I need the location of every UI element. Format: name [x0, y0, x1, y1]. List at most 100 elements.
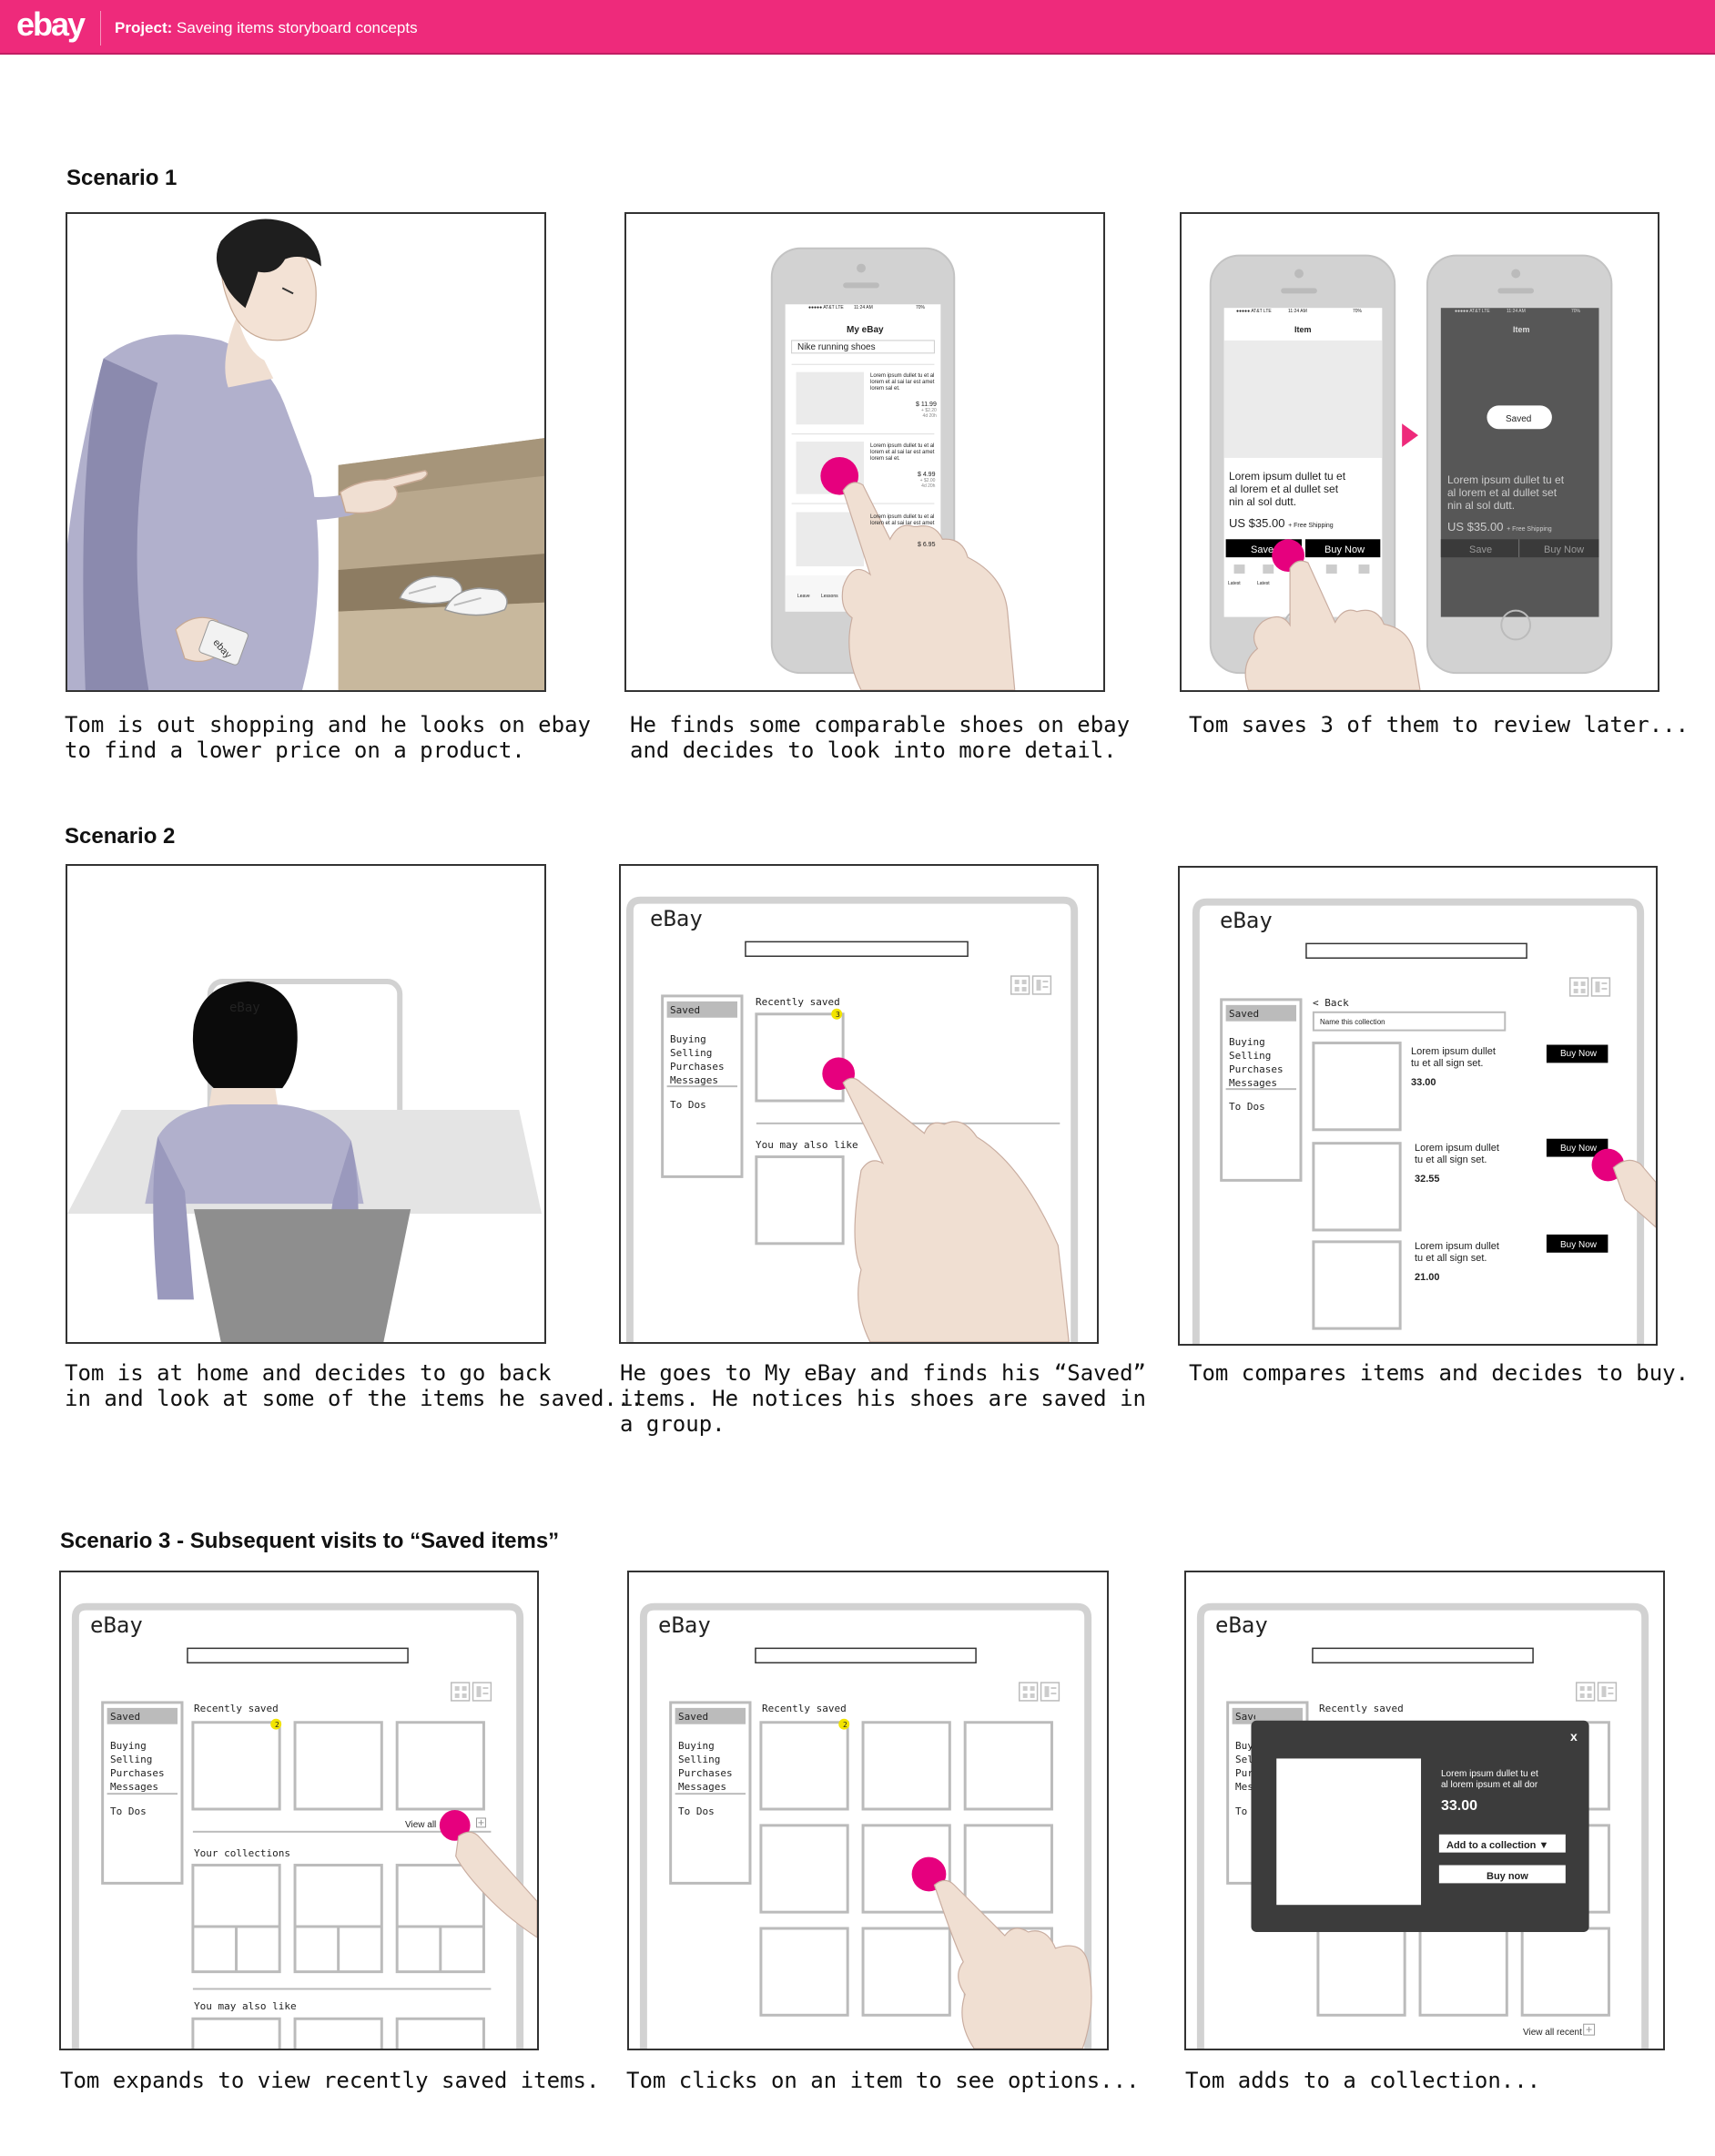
view-all-link[interactable]: View all	[405, 1820, 437, 1830]
sidebar-item-purchases[interactable]: Purchases	[1229, 1063, 1284, 1075]
sidebar-item-buying[interactable]: Buying	[670, 1033, 706, 1045]
panel-s2-at-home: eBay	[66, 864, 546, 1344]
sidebar-saved[interactable]: Saved	[1235, 1711, 1255, 1723]
you-may-also-like-heading: You may also like	[756, 1139, 858, 1151]
view-all-recent-link[interactable]: View all recent	[1523, 2028, 1582, 2038]
panel-s1-phone-save: ●●●●● AT&T LTE 11:24 AM 70% Item Lorem i…	[1180, 212, 1659, 692]
man-at-laptop-illustration	[67, 979, 543, 1342]
ebay-brand[interactable]: eBay	[650, 906, 703, 931]
compare-item-price: 21.00	[1415, 1272, 1440, 1283]
ebay-brand[interactable]: eBay	[1215, 1612, 1268, 1638]
caption-s1-p3: Tom saves 3 of them to review later...	[1189, 712, 1690, 737]
sidebar-item-buying[interactable]: Buying	[1235, 1740, 1252, 1752]
sidebar-item-todos[interactable]: To Dos	[1235, 1805, 1252, 1817]
sidebar-item-selling[interactable]: Selling	[670, 1047, 713, 1059]
ebay-brand[interactable]: eBay	[658, 1612, 711, 1638]
caption-s2-p2: He goes to My eBay and finds his “Saved”…	[620, 1360, 1146, 1437]
save-button[interactable]: Save	[1251, 544, 1274, 555]
phone-status-time: 11:24 AM	[854, 305, 873, 310]
sidebar-item-purchases[interactable]: Purchases	[1235, 1767, 1252, 1779]
phone-bottom-tab[interactable]: Latest	[1257, 581, 1270, 586]
recently-saved-heading: Recently saved	[1319, 1703, 1404, 1714]
desktop-compare-wireframe	[1192, 898, 1656, 1344]
sidebar-saved[interactable]: Saved	[1229, 1008, 1260, 1020]
overlay-buy-now-button[interactable]: Buy now	[1487, 1871, 1528, 1882]
scenario-3-title: Scenario 3 - Subsequent visits to “Saved…	[60, 1529, 560, 1553]
touch-point	[439, 1810, 471, 1841]
phone-page-title: My eBay	[847, 325, 884, 335]
scenario-2-title: Scenario 2	[65, 824, 176, 849]
man-shopping-illustration: ebay	[67, 219, 544, 690]
phone-status-carrier: ●●●●● AT&T LTE	[808, 305, 844, 310]
project-label: Project:	[115, 19, 173, 36]
sidebar-item-selling[interactable]: Selling	[678, 1754, 721, 1765]
sidebar-item-purchases[interactable]: Purchases	[670, 1061, 725, 1073]
sidebar-item-todos[interactable]: To Dos	[678, 1805, 715, 1817]
sidebar-item-todos[interactable]: To Dos	[110, 1805, 147, 1817]
panel-s1-shopping: ebay	[66, 212, 546, 692]
scenario-1-title: Scenario 1	[66, 166, 178, 190]
phones-save-illustration	[1209, 254, 1613, 690]
compare-item-price: 32.55	[1415, 1174, 1440, 1185]
laptop-screen-brand: eBay	[229, 1001, 260, 1015]
sidebar-item-buying[interactable]: Buying	[1229, 1036, 1265, 1048]
phone-status-time: 11:24 AM	[1507, 309, 1526, 314]
sidebar-item-messages[interactable]: Messages	[670, 1074, 718, 1086]
phone-tab[interactable]: Leave	[797, 594, 810, 599]
sidebar-saved[interactable]: Saved	[110, 1711, 141, 1723]
item-price: US $35.00 + Free Shipping	[1447, 520, 1552, 534]
sidebar-item-selling[interactable]: Selling	[1235, 1754, 1252, 1765]
buy-now-button[interactable]: Buy Now	[1324, 544, 1365, 555]
overlay-close-button[interactable]: x	[1570, 1729, 1578, 1744]
panel-s3-add-collection: eBay Saved BuyingSellingPurchasesMessage…	[1184, 1571, 1665, 2050]
collection-name-input[interactable]: Name this collection	[1320, 1018, 1385, 1026]
sidebar-item-buying[interactable]: Buying	[110, 1740, 147, 1752]
arrow-next-icon	[1402, 423, 1419, 448]
phone-bottom-tab[interactable]: Latest	[1228, 581, 1241, 586]
badge-count: 3	[836, 1011, 840, 1019]
buy-now-button[interactable]: Buy Now	[1560, 1049, 1598, 1059]
sidebar-item-todos[interactable]: To Dos	[670, 1099, 706, 1111]
sidebar-saved[interactable]: Saved	[678, 1711, 709, 1723]
sidebar-saved[interactable]: Saved	[670, 1004, 701, 1016]
ebay-brand[interactable]: eBay	[90, 1612, 143, 1638]
phone-search-field[interactable]: Nike running shoes	[797, 342, 876, 352]
buy-now-button[interactable]: Buy Now	[1560, 1240, 1598, 1250]
sidebar-item-todos[interactable]: To Dos	[1229, 1101, 1265, 1113]
phone-status-battery: 70%	[1571, 309, 1581, 314]
sidebar-item-purchases[interactable]: Purchases	[110, 1767, 165, 1779]
sidebar-item-messages[interactable]: Messages	[678, 1781, 726, 1793]
sidebar-item-purchases[interactable]: Purchases	[678, 1767, 733, 1779]
sidebar-item-buying[interactable]: Buying	[678, 1740, 715, 1752]
ebay-logo[interactable]: ebay	[16, 5, 86, 43]
badge-count: 2	[843, 1721, 847, 1729]
add-to-collection-select[interactable]: Add to a collection ▼	[1446, 1840, 1549, 1851]
sidebar-item-messages[interactable]: Messages	[1235, 1781, 1252, 1793]
saved-toast: Saved	[1506, 414, 1532, 424]
phone-tab[interactable]: Lessons	[821, 594, 838, 599]
sidebar-item-messages[interactable]: Messages	[110, 1781, 158, 1793]
buy-now-button[interactable]: Buy Now	[1560, 1144, 1598, 1154]
ebay-brand[interactable]: eBay	[1220, 908, 1273, 933]
back-link[interactable]: < Back	[1313, 997, 1349, 1009]
sidebar-item-selling[interactable]: Selling	[110, 1754, 153, 1765]
project-name: Saveing items storyboard concepts	[177, 19, 418, 36]
sidebar-item-selling[interactable]: Selling	[1229, 1050, 1272, 1062]
saved-count-badge	[831, 1008, 843, 1020]
sidebar-item-messages[interactable]: Messages	[1229, 1077, 1277, 1089]
item-price: US $35.00 + Free Shipping	[1229, 516, 1334, 530]
caption-s3-p2: Tom clicks on an item to see options...	[626, 2068, 1140, 2093]
